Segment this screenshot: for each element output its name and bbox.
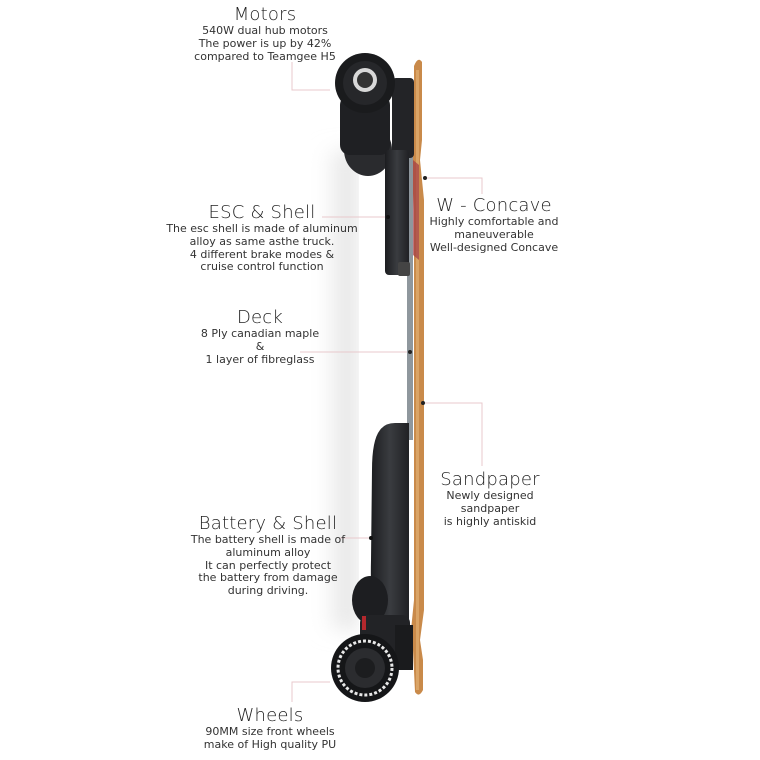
callout-line: 4 different brake modes & [189, 247, 335, 261]
leader-lines [291, 62, 483, 702]
callout-line: 540W dual hub motors [202, 24, 328, 37]
callout-line: make of High quality PU [203, 737, 337, 751]
callout-title: Battery & Shell [198, 513, 338, 534]
callout-title: Motors [233, 4, 297, 25]
callout-line: The esc shell is made of aluminum [166, 222, 358, 235]
callout-esc: ESC & Shell The esc shell is made of alu… [166, 203, 357, 274]
callout-line: sandpaper [460, 501, 520, 515]
callout-line: Newly designed [446, 489, 534, 502]
callout-deck: Deck 8 Ply canadian maple & 1 layer of f… [201, 308, 319, 366]
callout-line: is highly antiskid [443, 514, 537, 528]
callout-battery: Battery & Shell The battery shell is mad… [191, 514, 345, 598]
callout-wheels: Wheels 90MM size front wheels make of Hi… [204, 706, 336, 752]
callout-title: Deck [236, 307, 284, 328]
callout-line: the battery from damage [198, 571, 338, 585]
motors-leader [291, 62, 330, 91]
callout-title: ESC & Shell [208, 202, 316, 223]
grip-tape [407, 150, 413, 440]
callout-line: during driving. [227, 584, 309, 598]
battery-shell [370, 423, 409, 622]
esc-shell [385, 150, 409, 275]
callout-title: Sandpaper [440, 469, 540, 490]
callout-line: The battery shell is made of [190, 533, 346, 546]
wheels-leader [291, 681, 330, 702]
callout-line: & [255, 339, 265, 353]
callout-line: maneuverable [454, 227, 534, 241]
sandpaper-leader [422, 402, 483, 466]
callout-line: aluminum alloy [225, 545, 311, 559]
callout-line: Highly comfortable and [429, 215, 559, 228]
callout-title: Wheels [236, 705, 304, 726]
callout-title: W - Concave [436, 195, 552, 216]
callout-line: 90MM size front wheels [205, 725, 335, 738]
callout-line: cruise control function [200, 260, 324, 274]
front-truck [335, 53, 414, 176]
callout-motors: Motors 540W dual hub motors The power is… [194, 5, 336, 63]
deck [407, 59, 427, 695]
callout-line: compared to Teamgee H5 [194, 49, 336, 63]
callout-concave: W - Concave Highly comfortable and maneu… [429, 196, 558, 254]
callout-line: It can perfectly protect [204, 558, 332, 572]
callout-line: Well-designed Concave [429, 240, 559, 254]
callout-line: 1 layer of fibreglass [205, 352, 315, 366]
board-shadow [315, 150, 355, 630]
callout-sandpaper: Sandpaper Newly designed sandpaper is hi… [440, 470, 539, 528]
callout-line: The power is up by 42% [198, 36, 332, 50]
callout-line: alloy as same asthe truck. [189, 234, 335, 248]
rear-truck [331, 576, 413, 702]
callout-line: 8 Ply canadian maple [200, 327, 320, 340]
concave-leader [425, 177, 483, 194]
